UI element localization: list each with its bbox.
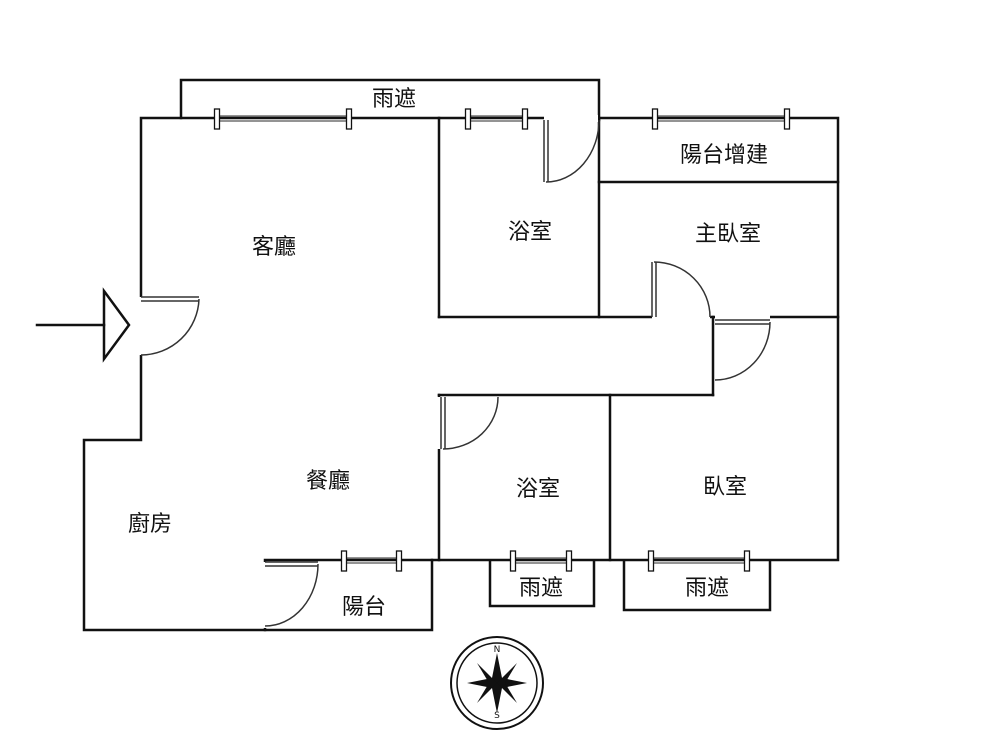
bathroom-bottom-label: 浴室 [515, 477, 561, 502]
entrance-door [140, 296, 200, 356]
window-post [345, 108, 353, 130]
dining-room-label: 餐廳 [305, 469, 351, 494]
canopy-top-outline [179, 78, 601, 122]
window-post [647, 550, 655, 572]
bedroom-label: 臥室 [702, 475, 748, 500]
window-bedroom [651, 557, 747, 564]
bathroom-bottom-door [440, 396, 499, 450]
window-balcony [344, 557, 399, 564]
canopy-bottom-left-outline [488, 560, 596, 608]
master-bedroom-label: 主臥室 [694, 222, 762, 247]
entry-arrow-head [102, 287, 131, 363]
window-post [743, 550, 751, 572]
window-post [521, 108, 529, 130]
canopy-bottom-left-label: 雨遮 [518, 576, 564, 601]
bathroom-top-label: 浴室 [507, 220, 553, 245]
window-post [783, 108, 791, 130]
window-top-bathroom [468, 115, 525, 122]
window-post [565, 550, 573, 572]
master-bedroom-door [651, 261, 711, 318]
canopy-bottom-right-label: 雨遮 [684, 576, 730, 601]
living-room-label: 客廳 [251, 235, 297, 260]
balcony-door [264, 561, 319, 627]
window-post [509, 550, 517, 572]
window-top-extension [655, 115, 787, 122]
bedroom-door [714, 319, 771, 381]
window-post [213, 108, 221, 130]
canopy-bottom-right-outline [622, 560, 772, 612]
bathroom-top-door [543, 119, 600, 183]
balcony-extension-label: 陽台增建 [679, 143, 769, 168]
window-top-living [217, 115, 349, 122]
window-bathroom-bottom [513, 557, 569, 564]
window-post [340, 550, 348, 572]
window-post [395, 550, 403, 572]
window-post [464, 108, 472, 130]
outer-wall [82, 116, 840, 632]
window-post [651, 108, 659, 130]
compass-south-label: S [494, 711, 500, 721]
kitchen-label: 廚房 [127, 512, 173, 537]
compass-north-label: N [493, 645, 501, 655]
balcony-label: 陽台 [341, 595, 387, 620]
compass [450, 636, 544, 730]
canopy-top-label: 雨遮 [371, 87, 417, 112]
